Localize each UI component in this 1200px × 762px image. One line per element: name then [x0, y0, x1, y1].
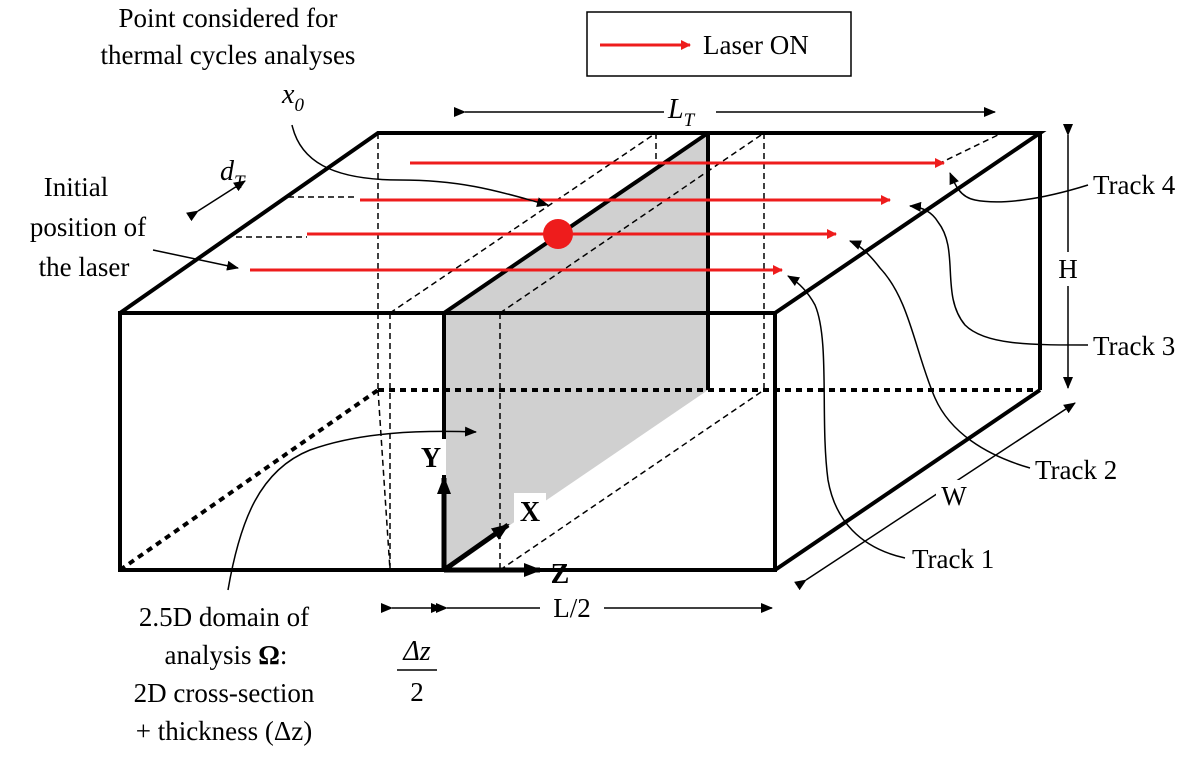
domain-leader	[227, 426, 477, 591]
track4-label: Track 4	[1093, 170, 1176, 200]
domain-label-line2: analysis Ω:	[165, 640, 288, 670]
dt-dimension	[186, 180, 246, 222]
point-x0-marker	[543, 219, 573, 249]
dt-label: dT	[220, 156, 246, 193]
h-label-bg	[1055, 252, 1081, 286]
axis-z-label: Z	[551, 559, 570, 590]
initial-label-line1: Initial	[44, 172, 108, 202]
lt-label: LT	[667, 94, 696, 131]
track3-label: Track 3	[1093, 331, 1175, 361]
x-axis-arrow	[442, 522, 510, 573]
track1-leader	[787, 275, 906, 559]
lt-label-bg	[664, 94, 716, 128]
half-length-bg	[540, 590, 604, 626]
initial-label-line2: position of	[30, 212, 146, 242]
track4-leader	[949, 172, 1089, 203]
dz-numerator: Δz	[402, 636, 430, 667]
axis-x-label: X	[520, 497, 540, 528]
coordinate-axes: Y X Z	[416, 439, 569, 590]
track1-label: Track 1	[912, 544, 994, 574]
domain-label-line3: 2D cross-section	[134, 678, 315, 708]
track3-leader	[909, 201, 1089, 346]
h-label: H	[1058, 254, 1078, 284]
track2-leader	[849, 240, 1031, 469]
initial-leader	[152, 249, 239, 271]
dz-denominator: 2	[410, 677, 424, 707]
domain-label-line1: 2.5D domain of	[139, 602, 309, 632]
point-label-line2: thermal cycles analyses	[101, 40, 356, 70]
point-label-line1: Point considered for	[119, 3, 338, 33]
track2-label: Track 2	[1035, 455, 1117, 485]
initial-label-line3: the laser	[39, 252, 130, 282]
cross-section-shading	[444, 133, 708, 570]
legend-label: Laser ON	[703, 30, 809, 60]
x0-leader	[291, 124, 549, 208]
w-label-bg	[936, 480, 972, 514]
domain-label-line4: + thickness (Δz)	[136, 716, 313, 746]
w-label: W	[941, 481, 967, 511]
half-length-label: L/2	[553, 593, 591, 623]
axis-y-label: Y	[421, 443, 441, 474]
x0-label: x0	[281, 79, 304, 116]
